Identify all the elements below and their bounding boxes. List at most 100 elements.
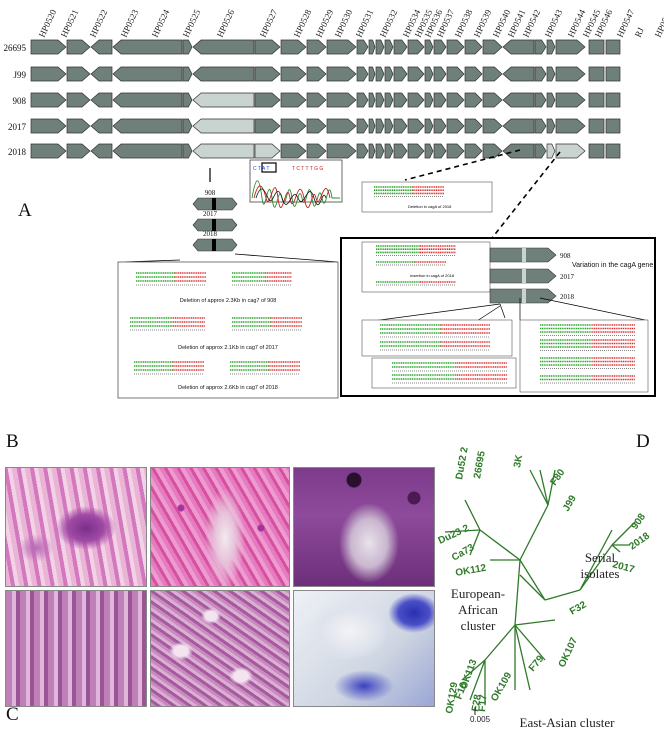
gene-arrow	[192, 118, 255, 134]
gene-arrow	[368, 118, 376, 134]
gene-arrow	[433, 39, 447, 55]
gene-arrow	[482, 143, 503, 159]
gene-arrow	[605, 39, 621, 55]
gene-header: HP0523	[119, 7, 141, 38]
panel-label-a: A	[18, 200, 32, 221]
gene-arrow	[605, 92, 621, 108]
gene-arrow	[66, 143, 91, 159]
cluster-label-east-asian: East-Asian cluster	[520, 715, 616, 730]
cluster-label-european-african: European-	[451, 586, 505, 601]
gene-arrow	[384, 118, 394, 134]
gene-arrow	[326, 143, 357, 159]
gene-header: HP0525	[181, 7, 203, 38]
cagA-box-title: Variation in the cagA gene	[572, 262, 653, 269]
cagA-deletion-inset: Deletion in cagA of 2018	[361, 181, 493, 213]
cagA-strain-label: 2017	[560, 273, 575, 281]
gene-arrow	[588, 39, 605, 55]
gene-arrow	[30, 118, 67, 134]
tree-leaf-label: Du23 2	[437, 523, 472, 547]
gene-arrow	[534, 118, 547, 134]
strain-label: J99	[13, 70, 26, 80]
gene-arrow	[502, 39, 535, 55]
gene-arrow	[112, 118, 183, 134]
deletion-caption-908: Deletion of approx 2.3Kb in cag7 of 908	[180, 298, 277, 304]
tree-branch	[519, 504, 549, 561]
gene-arrow	[605, 66, 621, 82]
gene-arrow	[384, 143, 394, 159]
gene-header: HP0530	[333, 7, 355, 38]
gene-arrow	[407, 143, 425, 159]
histology-stain-low	[5, 590, 147, 707]
gene-arrow	[534, 39, 547, 55]
gene-rows	[30, 39, 621, 159]
gene-arrow	[424, 66, 434, 82]
gene-arrow	[546, 143, 556, 159]
gene-arrow	[280, 118, 307, 134]
gene-arrow	[464, 118, 483, 134]
gene-arrow	[280, 66, 307, 82]
cagA-variation-mark	[522, 269, 526, 283]
gene-arrow	[280, 92, 307, 108]
tree-branch	[547, 469, 556, 506]
gene-arrow	[306, 39, 327, 55]
tree-branch	[461, 659, 486, 681]
gene-arrow	[112, 92, 183, 108]
histology-giemsa-high	[293, 590, 435, 707]
gene-arrow	[182, 92, 193, 108]
tree-branch	[579, 529, 613, 591]
gene-arrow	[375, 92, 385, 108]
deletion-caption-2018: Deletion of approx 2.6Kb in cag7 of 2018	[178, 385, 278, 391]
cag7-small-label: 2017	[203, 210, 218, 218]
tree-leaf-label: J99	[561, 493, 579, 513]
tree-branch	[544, 589, 581, 601]
gene-arrow	[182, 143, 193, 159]
histology-he-mid	[150, 467, 290, 587]
gene-arrow	[464, 39, 483, 55]
tree-branch	[519, 559, 546, 601]
gene-header: HP0549	[653, 7, 664, 38]
panel-label-c: C	[6, 704, 19, 725]
gene-arrow	[356, 39, 369, 55]
gene-arrow	[407, 118, 425, 134]
gene-arrow	[306, 118, 327, 134]
gene-arrow	[375, 143, 385, 159]
gene-arrow	[555, 143, 586, 159]
gene-arrow	[446, 143, 465, 159]
gene-arrow	[254, 118, 281, 134]
gene-arrow	[424, 143, 434, 159]
gene-arrow	[66, 92, 91, 108]
gene-arrow	[356, 143, 369, 159]
gene-arrow	[90, 39, 113, 55]
gene-arrow	[502, 66, 535, 82]
gene-arrow	[393, 92, 408, 108]
gene-arrow	[546, 66, 556, 82]
gene-arrow	[66, 118, 91, 134]
tree-leaf-label: F79	[527, 653, 547, 674]
gene-arrow	[424, 118, 434, 134]
gene-arrow	[30, 66, 67, 82]
gene-arrow	[424, 92, 434, 108]
cag7-deletion-mark	[212, 239, 216, 251]
tree-branch	[519, 574, 546, 601]
gene-arrow	[384, 66, 394, 82]
gene-arrow	[306, 92, 327, 108]
gene-arrow	[192, 143, 255, 159]
gene-arrow	[192, 39, 255, 55]
gene-arrow	[464, 66, 483, 82]
tree-branch	[514, 624, 531, 691]
histology-he-low	[5, 467, 147, 587]
gene-header: HP0543	[543, 7, 565, 38]
gene-arrow	[90, 66, 113, 82]
gene-arrow	[393, 143, 408, 159]
gene-arrow	[254, 66, 281, 82]
tree-branch	[444, 529, 481, 533]
cagA-strain-label: 2018	[560, 293, 575, 301]
svg-text:T C T T T G G: T C T T T G G	[292, 166, 323, 172]
gene-arrow	[446, 92, 465, 108]
gene-arrow	[546, 118, 556, 134]
tree-leaf-label: F28	[470, 693, 484, 712]
cluster-label-european-african: cluster	[461, 618, 496, 633]
gene-arrow	[393, 39, 408, 55]
cagA-insertion-caption: Insertion in cagA of 2018	[410, 273, 455, 278]
cagA-deletion-caption: Deletion in cagA of 2018	[408, 204, 452, 209]
